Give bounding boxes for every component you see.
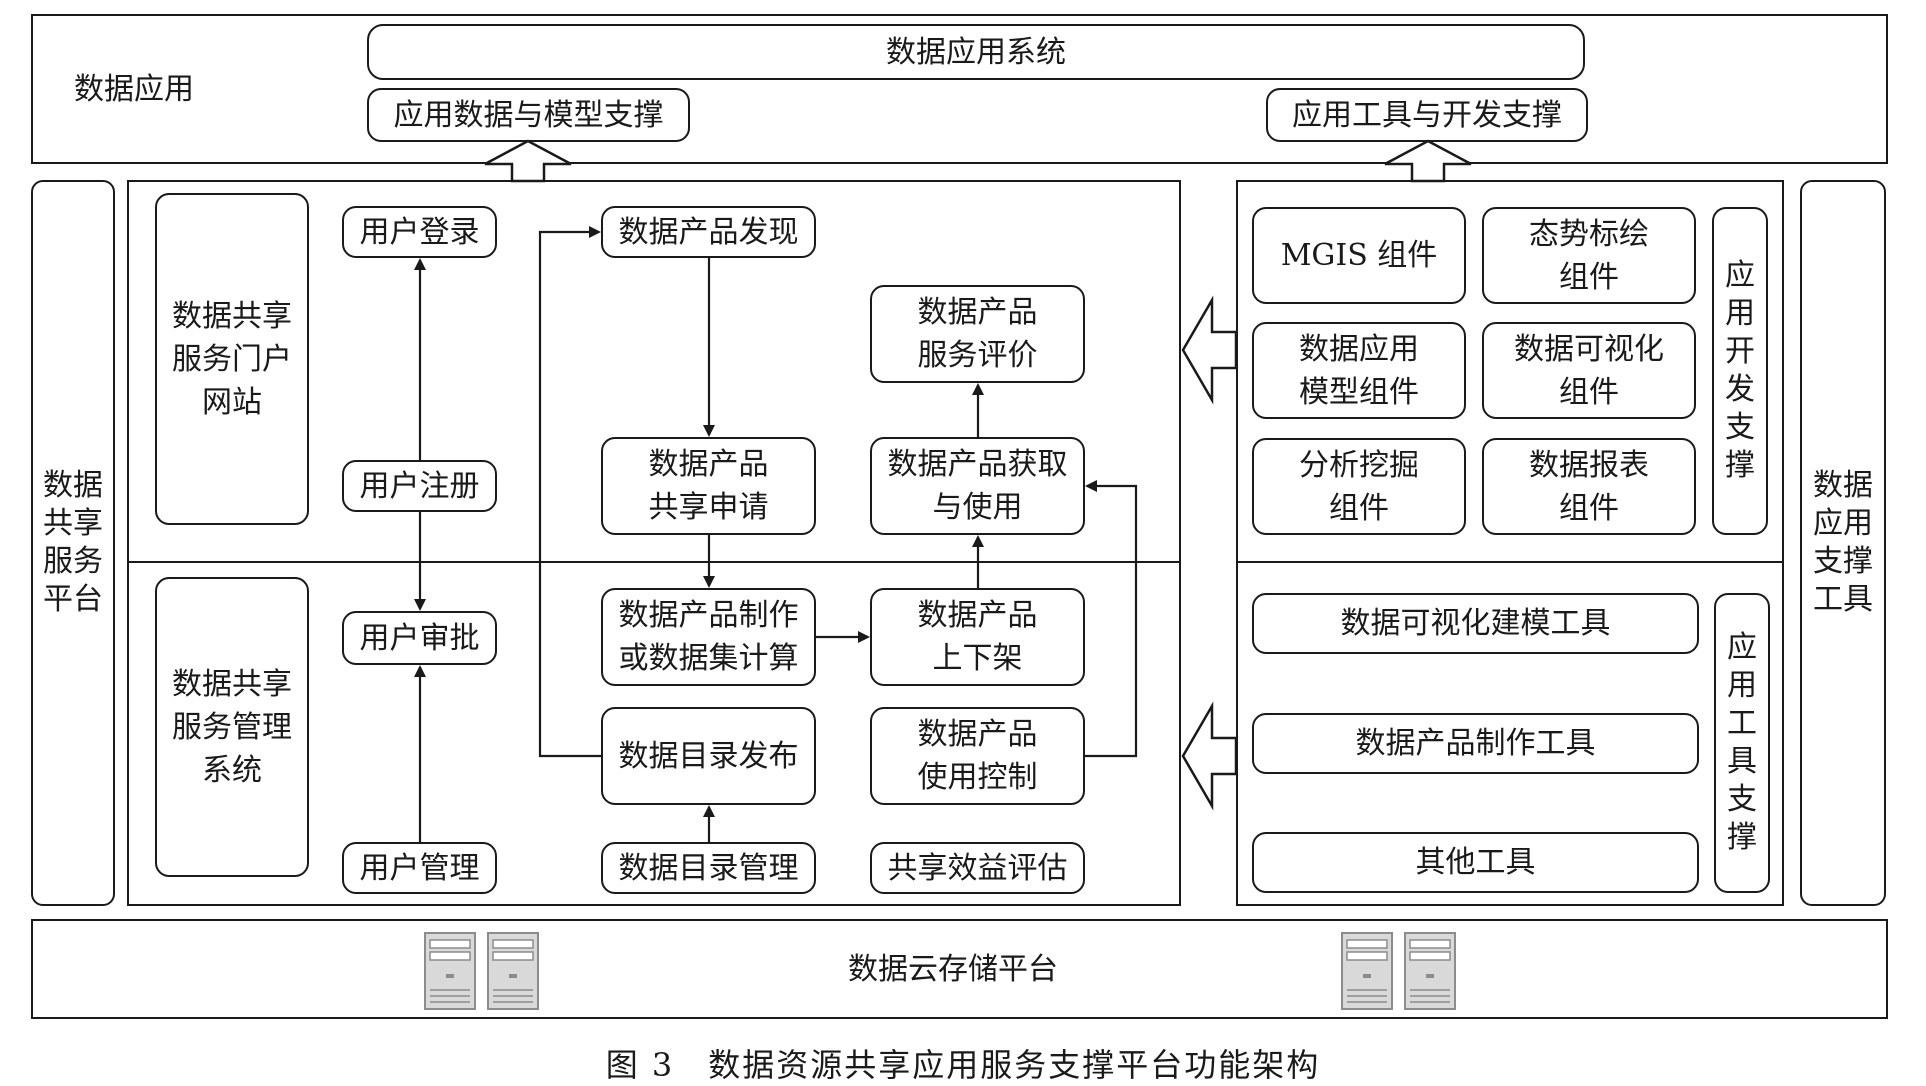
app-dev-support-label-box: 应 用 开 发 支 撑 bbox=[1712, 207, 1768, 535]
catalog-publish-box: 数据目录发布 bbox=[601, 707, 816, 805]
data-application-system-box: 数据应用系统 bbox=[367, 24, 1585, 80]
server-icon bbox=[424, 932, 476, 1010]
app-support-tools-side: 数据 应用 支撑 工具 bbox=[1800, 180, 1886, 906]
figure-caption: 图 3 数据资源共享应用服务支撑平台功能架构 bbox=[605, 1046, 1321, 1084]
product-eval-box: 数据产品 服务评价 bbox=[870, 285, 1085, 383]
catalog-manage-box: 数据目录管理 bbox=[601, 842, 816, 894]
product-get-use-box: 数据产品获取 与使用 bbox=[870, 437, 1085, 535]
product-make-box: 数据产品制作 或数据集计算 bbox=[601, 588, 816, 686]
sharing-platform-side: 数据 共享 服务 平台 bbox=[31, 180, 115, 906]
product-making-tool-box: 数据产品制作工具 bbox=[1252, 713, 1699, 774]
mining-component-box: 分析挖掘 组件 bbox=[1252, 438, 1466, 535]
server-icon bbox=[1404, 932, 1456, 1010]
cloud-storage-label: 数据云存储平台 bbox=[848, 952, 1058, 987]
hollow-arrow-left-lower bbox=[1181, 701, 1238, 811]
data-application-label: 数据应用 bbox=[74, 72, 194, 107]
tool-dev-support-box: 应用工具与开发支撑 bbox=[1266, 88, 1588, 142]
server-icon bbox=[1341, 932, 1393, 1010]
app-tools-support-label: 应 用 工 具 支 撑 bbox=[1727, 630, 1757, 855]
app-dev-support-label: 应 用 开 发 支 撑 bbox=[1725, 258, 1755, 483]
visual-modeling-tool-box: 数据可视化建模工具 bbox=[1252, 593, 1699, 654]
user-manage-box: 用户管理 bbox=[342, 842, 497, 894]
app-support-tools-label: 数据 应用 支撑 工具 bbox=[1813, 468, 1873, 617]
product-shelf-box: 数据产品 上下架 bbox=[870, 588, 1085, 686]
user-approve-box: 用户审批 bbox=[342, 611, 497, 665]
data-model-support-box: 应用数据与模型支撑 bbox=[367, 88, 690, 142]
user-login-box: 用户登录 bbox=[342, 206, 497, 258]
sharing-platform-label: 数据 共享 服务 平台 bbox=[43, 468, 103, 617]
cloud-storage-platform bbox=[31, 919, 1888, 1019]
server-icon bbox=[487, 932, 539, 1010]
mgis-component-box: MGIS 组件 bbox=[1252, 207, 1466, 304]
app-model-component-box: 数据应用 模型组件 bbox=[1252, 322, 1466, 419]
app-tools-support-label-box: 应 用 工 具 支 撑 bbox=[1714, 593, 1770, 893]
user-register-box: 用户注册 bbox=[342, 460, 497, 512]
product-share-apply-box: 数据产品 共享申请 bbox=[601, 437, 816, 535]
report-component-box: 数据报表 组件 bbox=[1482, 438, 1696, 535]
product-discovery-box: 数据产品发现 bbox=[601, 206, 816, 258]
management-title-box: 数据共享 服务管理 系统 bbox=[155, 577, 309, 877]
portal-title-box: 数据共享 服务门户 网站 bbox=[155, 193, 309, 525]
benefit-eval-box: 共享效益评估 bbox=[870, 842, 1085, 894]
product-control-box: 数据产品 使用控制 bbox=[870, 707, 1085, 805]
visualization-component-box: 数据可视化 组件 bbox=[1482, 322, 1696, 419]
hollow-arrow-left-upper bbox=[1181, 295, 1238, 405]
other-tools-box: 其他工具 bbox=[1252, 832, 1699, 893]
situation-plot-component-box: 态势标绘 组件 bbox=[1482, 207, 1696, 304]
